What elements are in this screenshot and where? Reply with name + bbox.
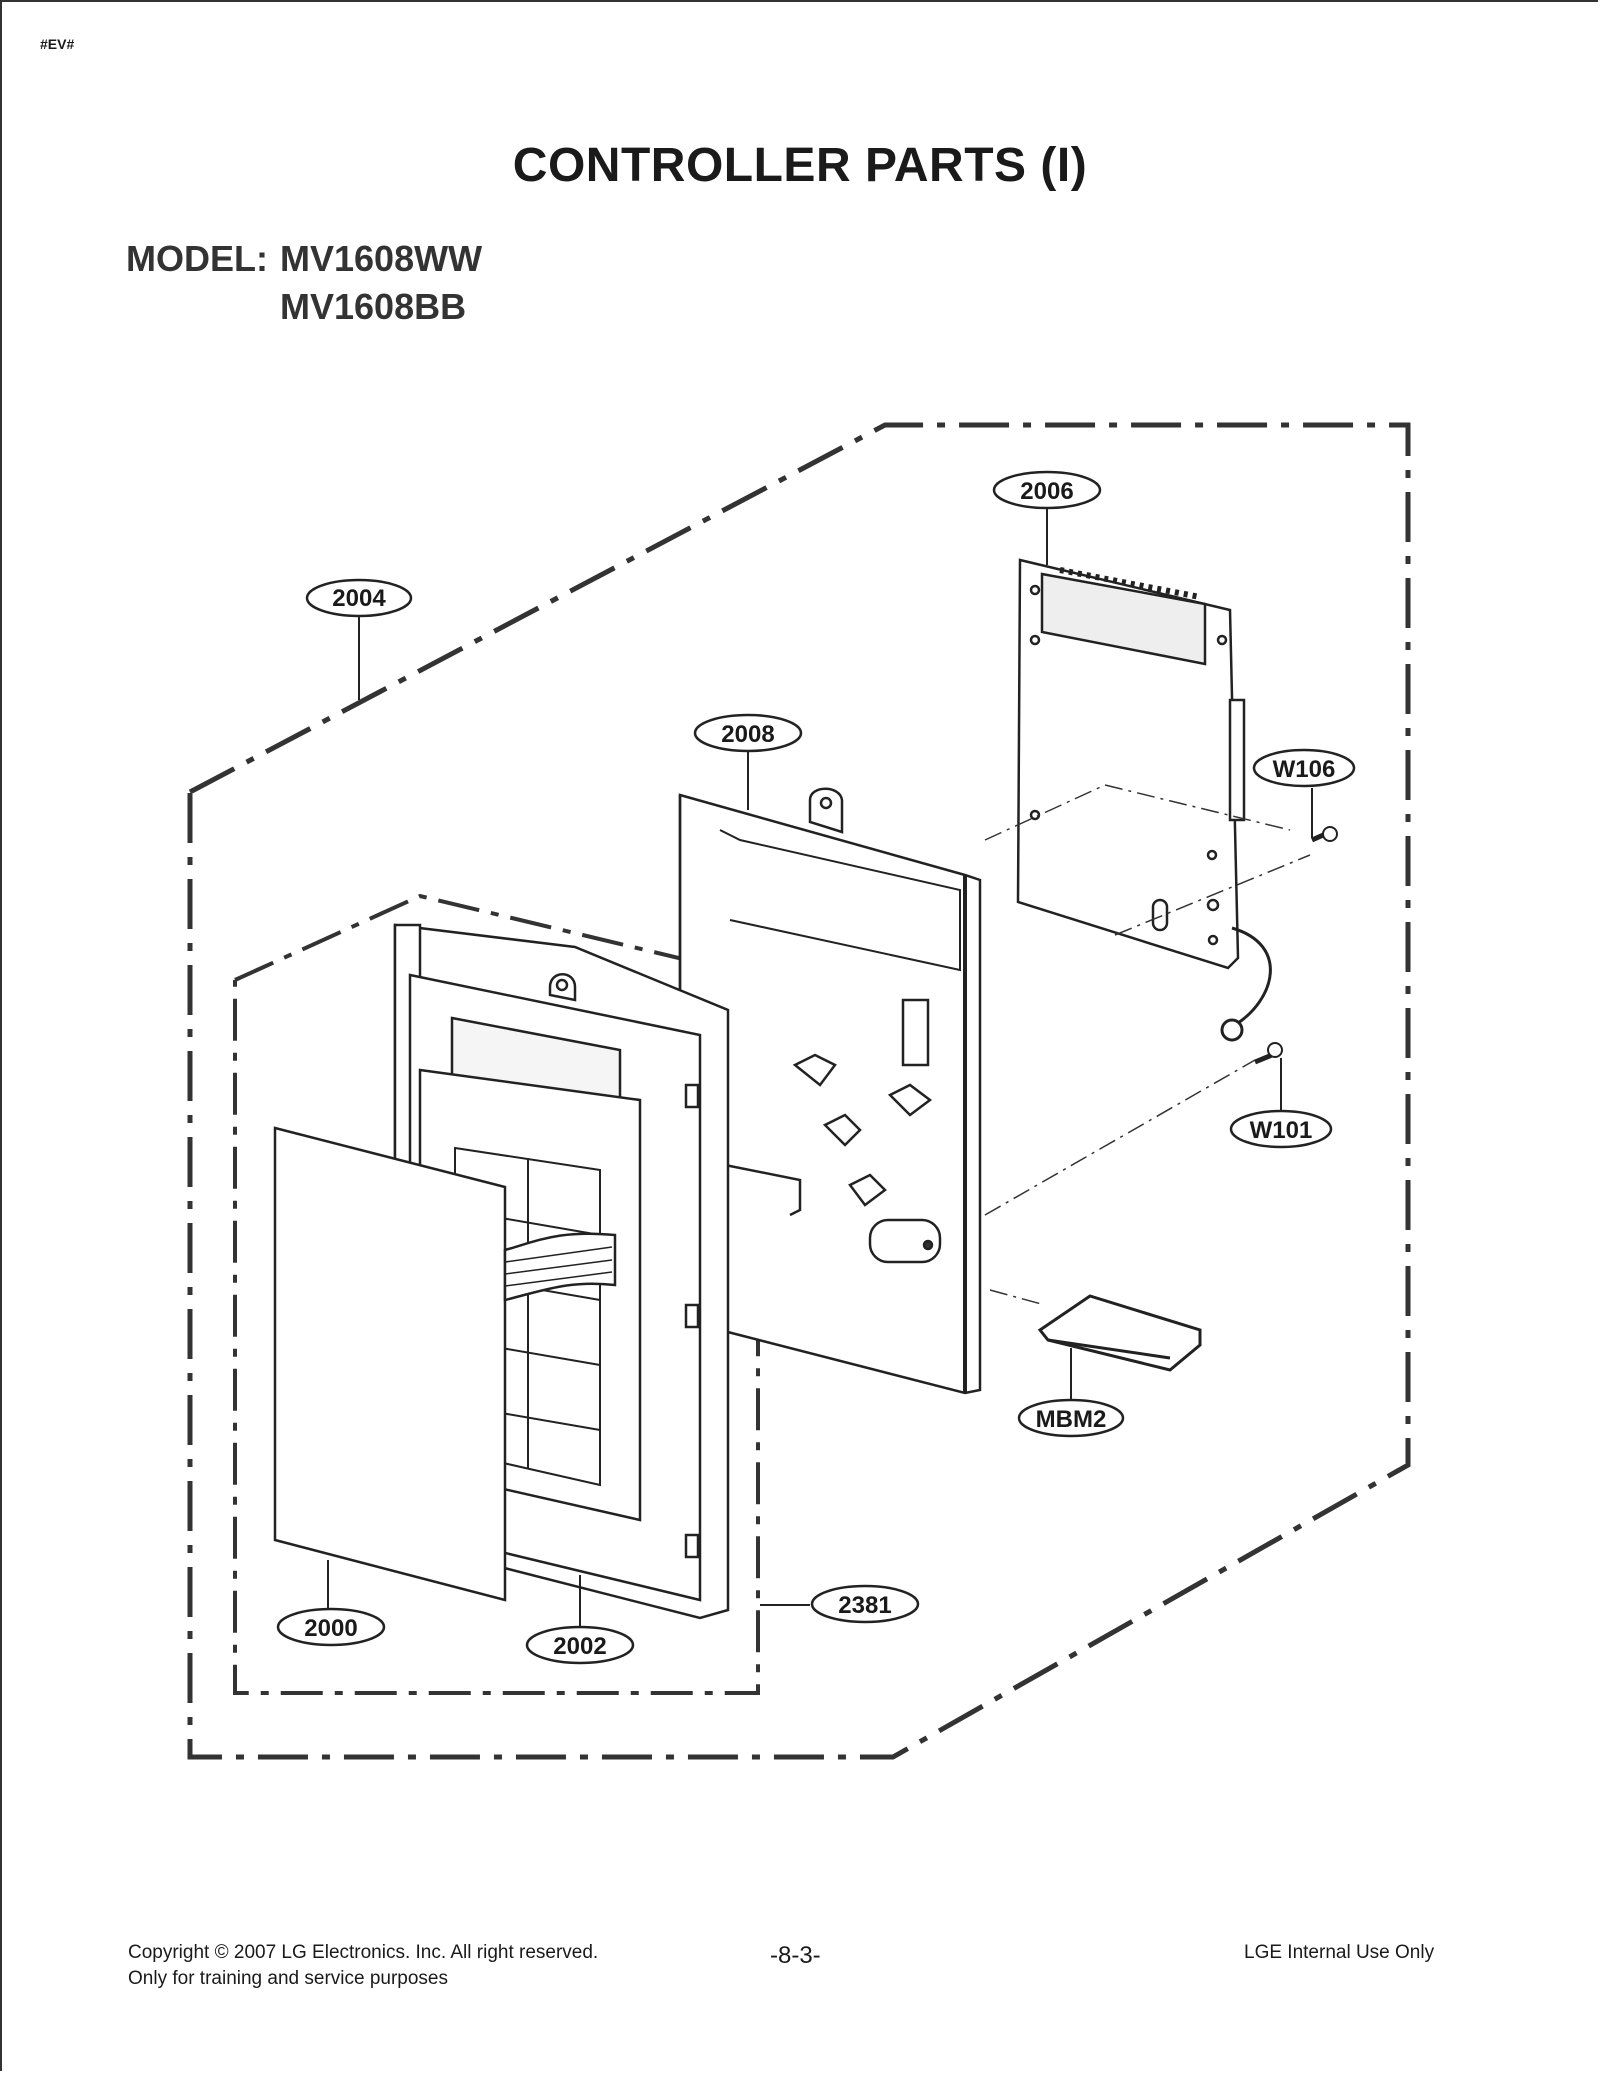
model-label: MODEL: — [126, 238, 268, 279]
document-tag: #EV# — [40, 36, 75, 52]
callout-w101: W101 — [1229, 1109, 1333, 1149]
svg-text:2002: 2002 — [553, 1633, 606, 1660]
callout-2000: 2000 — [276, 1607, 386, 1647]
screw-w106 — [1310, 826, 1338, 843]
footer-notice: LGE Internal Use Only — [1244, 1942, 1435, 1963]
svg-text:2008: 2008 — [721, 721, 774, 748]
callout-2002: 2002 — [525, 1625, 635, 1665]
assembly-lines — [984, 784, 1311, 1306]
callout-2004: 2004 — [305, 578, 413, 618]
part-2000-overlay — [273, 1126, 617, 1602]
svg-text:W101: W101 — [1250, 1117, 1313, 1144]
page-title: CONTROLLER PARTS (I) — [512, 139, 1088, 192]
part-mbm2 — [1037, 1294, 1202, 1372]
screw-w101 — [1254, 1042, 1283, 1065]
svg-text:W106: W106 — [1273, 756, 1336, 783]
model-number-1: MV1608WW — [280, 238, 483, 279]
svg-text:MBM2: MBM2 — [1036, 1406, 1107, 1433]
model-number-2: MV1608BB — [280, 286, 467, 327]
footer-purpose: Only for training and service purposes — [128, 1968, 448, 1989]
part-2006-pcb — [1016, 558, 1272, 1042]
svg-text:2000: 2000 — [304, 1615, 357, 1642]
svg-text:2004: 2004 — [332, 585, 386, 612]
assembly-2004-boundary — [187, 422, 1411, 1760]
callout-2381: 2381 — [810, 1584, 920, 1624]
callout-2008: 2008 — [693, 713, 803, 753]
footer-page-number: -8-3- — [770, 1942, 821, 1969]
footer-copyright: Copyright © 2007 LG Electronics. Inc. Al… — [128, 1942, 599, 1963]
callout-w106: W106 — [1252, 748, 1356, 788]
svg-text:2381: 2381 — [838, 1592, 891, 1619]
leader-lines — [327, 508, 1313, 1628]
callout-2006: 2006 — [992, 470, 1102, 510]
callout-mbm2: MBM2 — [1017, 1398, 1125, 1438]
svg-text:2006: 2006 — [1020, 478, 1073, 505]
